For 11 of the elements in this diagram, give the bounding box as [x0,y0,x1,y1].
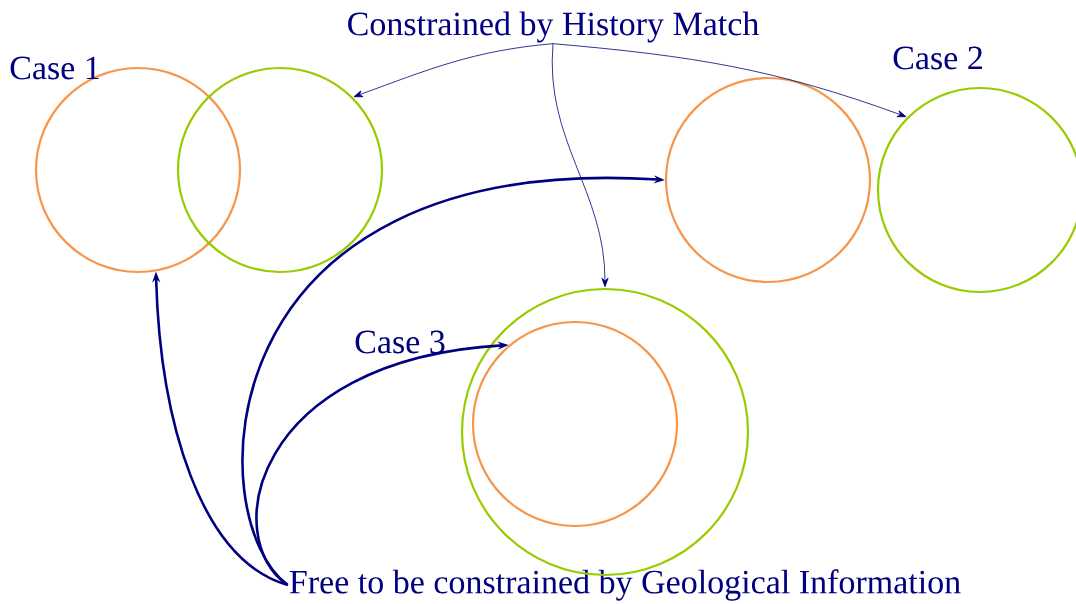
circle [664,76,872,284]
circle [176,66,384,274]
arrow [552,43,907,118]
case-label: Case 2 [893,46,982,70]
case-label: Case 3 [355,330,445,354]
circle [471,320,679,528]
text-label: Constrained by History Match [348,11,759,43]
case-label: Case 1 [10,56,99,80]
arrow [353,43,554,98]
text-label: Free to be constrained by Geological Information [289,569,961,601]
arrow [551,43,609,288]
